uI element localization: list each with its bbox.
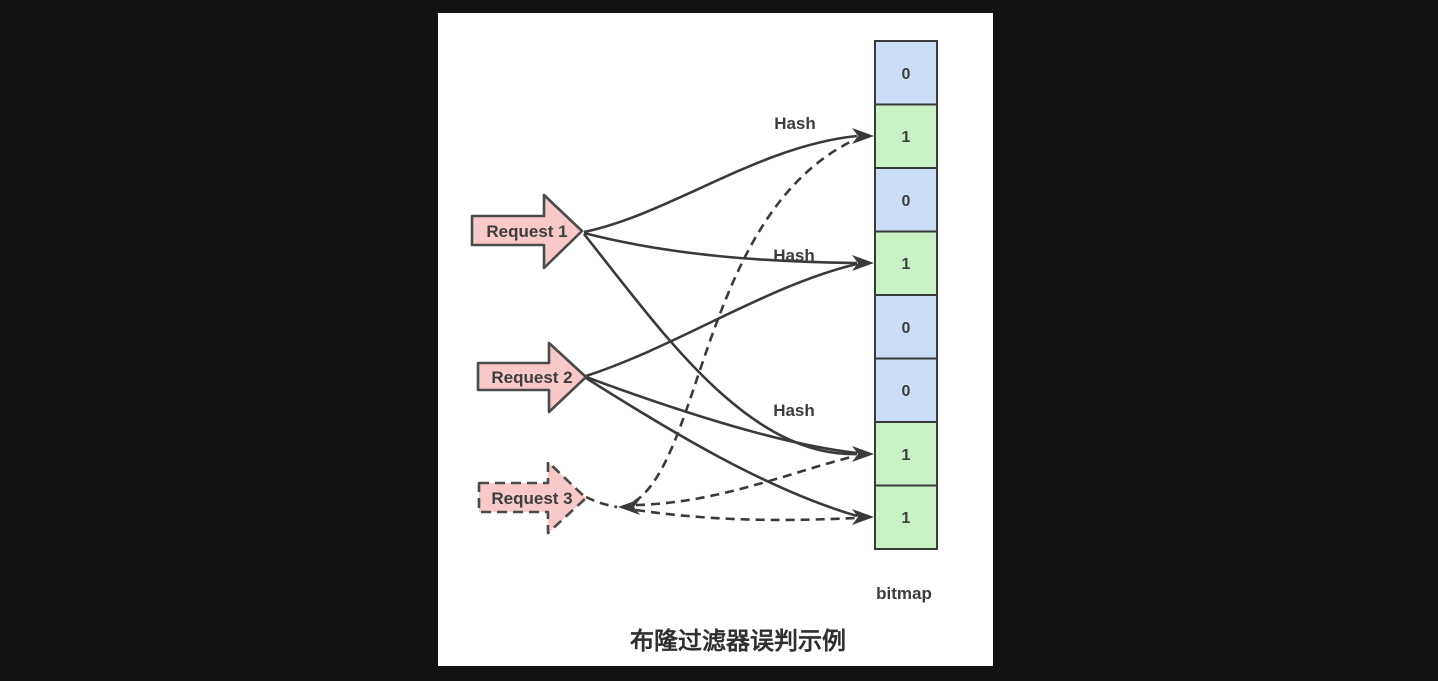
edge-request2-cell7 bbox=[585, 375, 858, 455]
bitmap-cell-8: 1 bbox=[874, 484, 938, 550]
bitmap-cell-4: 1 bbox=[874, 230, 938, 296]
edge-request1-cell2 bbox=[583, 134, 858, 234]
hash-label-3: Hash bbox=[773, 401, 815, 420]
bitmap-cell-2-value: 1 bbox=[902, 129, 911, 146]
request-2-label: Request 2 bbox=[491, 368, 572, 387]
arrowhead-cell7-icon bbox=[852, 446, 874, 462]
bitmap-cell-5: 0 bbox=[874, 294, 938, 360]
arrowhead-cell4-icon bbox=[852, 255, 874, 271]
bitmap-cell-6: 0 bbox=[874, 357, 938, 423]
hash-label-1: Hash bbox=[774, 114, 816, 133]
bitmap-cell-4-box bbox=[874, 230, 938, 296]
bloom-filter-diagram: Hash Hash Hash Request 1 Request 2 Reque… bbox=[470, 40, 938, 655]
bitmap-cell-3-box bbox=[874, 167, 938, 233]
request-3-arrow: Request 3 bbox=[477, 460, 588, 535]
request-1-label: Request 1 bbox=[486, 222, 567, 241]
edge-request1-cell7 bbox=[582, 233, 858, 456]
bitmap-cell-1-box bbox=[874, 40, 938, 106]
request-3-label: Request 3 bbox=[491, 489, 572, 508]
bitmap-cell-1: 0 bbox=[874, 40, 938, 106]
bitmap-cell-7-value: 1 bbox=[902, 447, 911, 464]
bitmap-cell-6-value: 0 bbox=[902, 383, 911, 400]
bitmap-cell-3-value: 0 bbox=[902, 193, 911, 210]
edge-request3-cell8 bbox=[635, 508, 856, 522]
arrowhead-cell2-icon bbox=[852, 128, 874, 144]
bitmap-cell-5-box bbox=[874, 294, 938, 360]
diagram-panel: Hash Hash Hash Request 1 Request 2 Reque… bbox=[438, 13, 993, 666]
edge-request1-cell4 bbox=[583, 231, 858, 265]
edge-request2-cell4 bbox=[585, 262, 858, 378]
request-1-arrow: Request 1 bbox=[470, 193, 584, 270]
hash-label-2: Hash bbox=[773, 246, 815, 265]
edge-request3-cell7 bbox=[635, 454, 856, 507]
bitmap-cell-2-box bbox=[874, 103, 938, 169]
bitmap-column: 0 1 0 1 0 0 1 bbox=[874, 40, 938, 603]
bitmap-label: bitmap bbox=[876, 584, 932, 603]
bitmap-cell-3: 0 bbox=[874, 167, 938, 233]
bitmap-cell-1-value: 0 bbox=[902, 66, 911, 83]
bitmap-cell-4-value: 1 bbox=[902, 256, 911, 273]
arrowhead-return-request3-icon bbox=[618, 499, 640, 515]
edge-request3-cell2 bbox=[633, 138, 855, 504]
request-3-shape bbox=[477, 460, 588, 535]
diagram-title: 布隆过滤器误判示例 bbox=[630, 627, 846, 655]
bitmap-cell-8-box bbox=[874, 484, 938, 550]
bitmap-cell-2: 1 bbox=[874, 103, 938, 169]
request-1-shape bbox=[470, 193, 584, 270]
bitmap-cell-8-value: 1 bbox=[902, 510, 911, 527]
request-2-shape bbox=[476, 341, 588, 414]
edge-request2-cell8 bbox=[585, 376, 858, 518]
bitmap-cell-7: 1 bbox=[874, 421, 938, 487]
bitmap-cell-5-value: 0 bbox=[902, 320, 911, 337]
request-2-arrow: Request 2 bbox=[476, 341, 588, 414]
arrowhead-cell8-icon bbox=[852, 509, 874, 525]
edge-request3-stub bbox=[585, 495, 618, 509]
